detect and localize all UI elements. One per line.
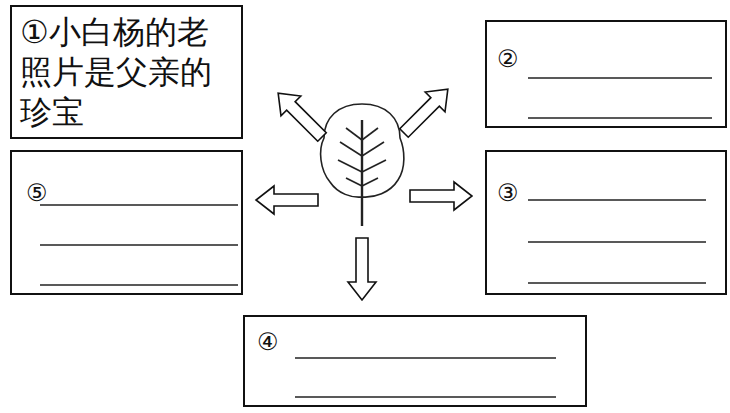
circled-number: ⑤	[26, 178, 227, 208]
answer-box: ①小白杨的老照片是父亲的珍宝	[10, 5, 243, 139]
block-arrow	[268, 83, 332, 147]
circled-number: ②	[497, 44, 715, 74]
answer-box: ②	[485, 20, 727, 128]
answer-box: ③	[485, 150, 727, 295]
block-arrow	[394, 79, 458, 143]
tree-illustration	[321, 104, 404, 226]
block-arrows	[256, 79, 472, 300]
block-arrow	[348, 238, 376, 300]
box-text: ①小白杨的老照片是父亲的珍宝	[20, 12, 233, 132]
block-arrow	[410, 182, 472, 210]
answer-box: ⑤	[10, 150, 243, 295]
answer-box: ④	[243, 315, 587, 407]
circled-number: ④	[257, 327, 573, 357]
answer-blanks	[40, 78, 712, 397]
circled-number: ③	[497, 178, 715, 208]
block-arrow	[256, 186, 318, 214]
